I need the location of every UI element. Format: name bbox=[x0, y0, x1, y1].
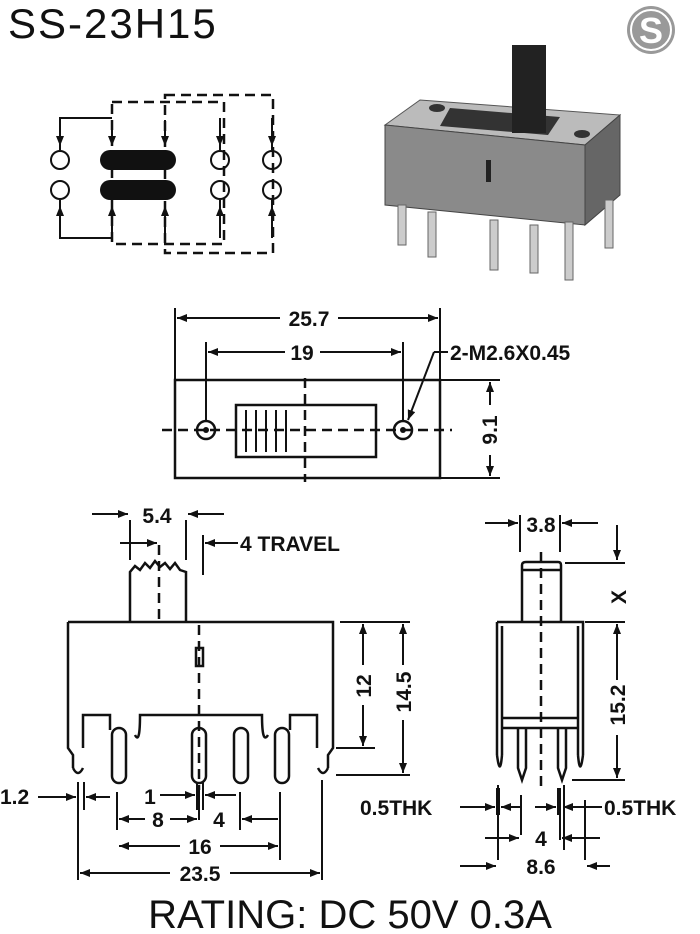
dim-span-16: 16 bbox=[188, 836, 211, 859]
dim-thk-right: 0.5THK bbox=[604, 797, 676, 820]
dim-side-body-height: 15.2 bbox=[607, 685, 630, 726]
dim-pitch-8: 8 bbox=[152, 809, 164, 832]
dim-pin-spacing: 4 bbox=[535, 828, 547, 851]
dim-width: 9.1 bbox=[479, 415, 502, 445]
dim-overall-width: 8.6 bbox=[526, 856, 555, 879]
dim-thk-left: 0.5THK bbox=[360, 797, 432, 820]
dim-side-actuator-width: 3.8 bbox=[526, 514, 556, 537]
front-view: 5.4 4 TRAVEL 12 14.5 1.2 1 8 4 16 23.5 bbox=[0, 505, 416, 886]
top-view: 25.7 19 2-M2.6X0.45 9.1 bbox=[162, 308, 571, 482]
dim-actuator-width: 5.4 bbox=[142, 505, 172, 528]
dim-overall-length-front: 23.5 bbox=[180, 863, 221, 886]
circuit-schematic bbox=[50, 93, 282, 255]
dim-pin-width: 1.2 bbox=[0, 786, 29, 809]
product-photo bbox=[383, 45, 622, 281]
dim-hole-spacing: 19 bbox=[290, 342, 313, 365]
logo-letter: S bbox=[639, 10, 663, 51]
dim-pitch-4: 4 bbox=[213, 809, 225, 832]
model-title: SS-23H15 bbox=[8, 0, 218, 47]
rating-text: RATING: DC 50V 0.3A bbox=[148, 893, 552, 934]
dim-total-height: 14.5 bbox=[393, 671, 416, 712]
dim-pin-thk: 1 bbox=[144, 786, 156, 809]
dim-body-height: 12 bbox=[353, 674, 376, 697]
dim-travel: 4 TRAVEL bbox=[240, 533, 340, 556]
dim-overall-length: 25.7 bbox=[289, 308, 330, 331]
screw-spec: 2-M2.6X0.45 bbox=[450, 342, 571, 365]
brand-logo: S bbox=[627, 6, 675, 54]
side-view: 3.8 X 15.2 0.5THK 0.5THK 4 8.6 bbox=[360, 514, 676, 879]
dim-actuator-height: X bbox=[608, 590, 631, 604]
